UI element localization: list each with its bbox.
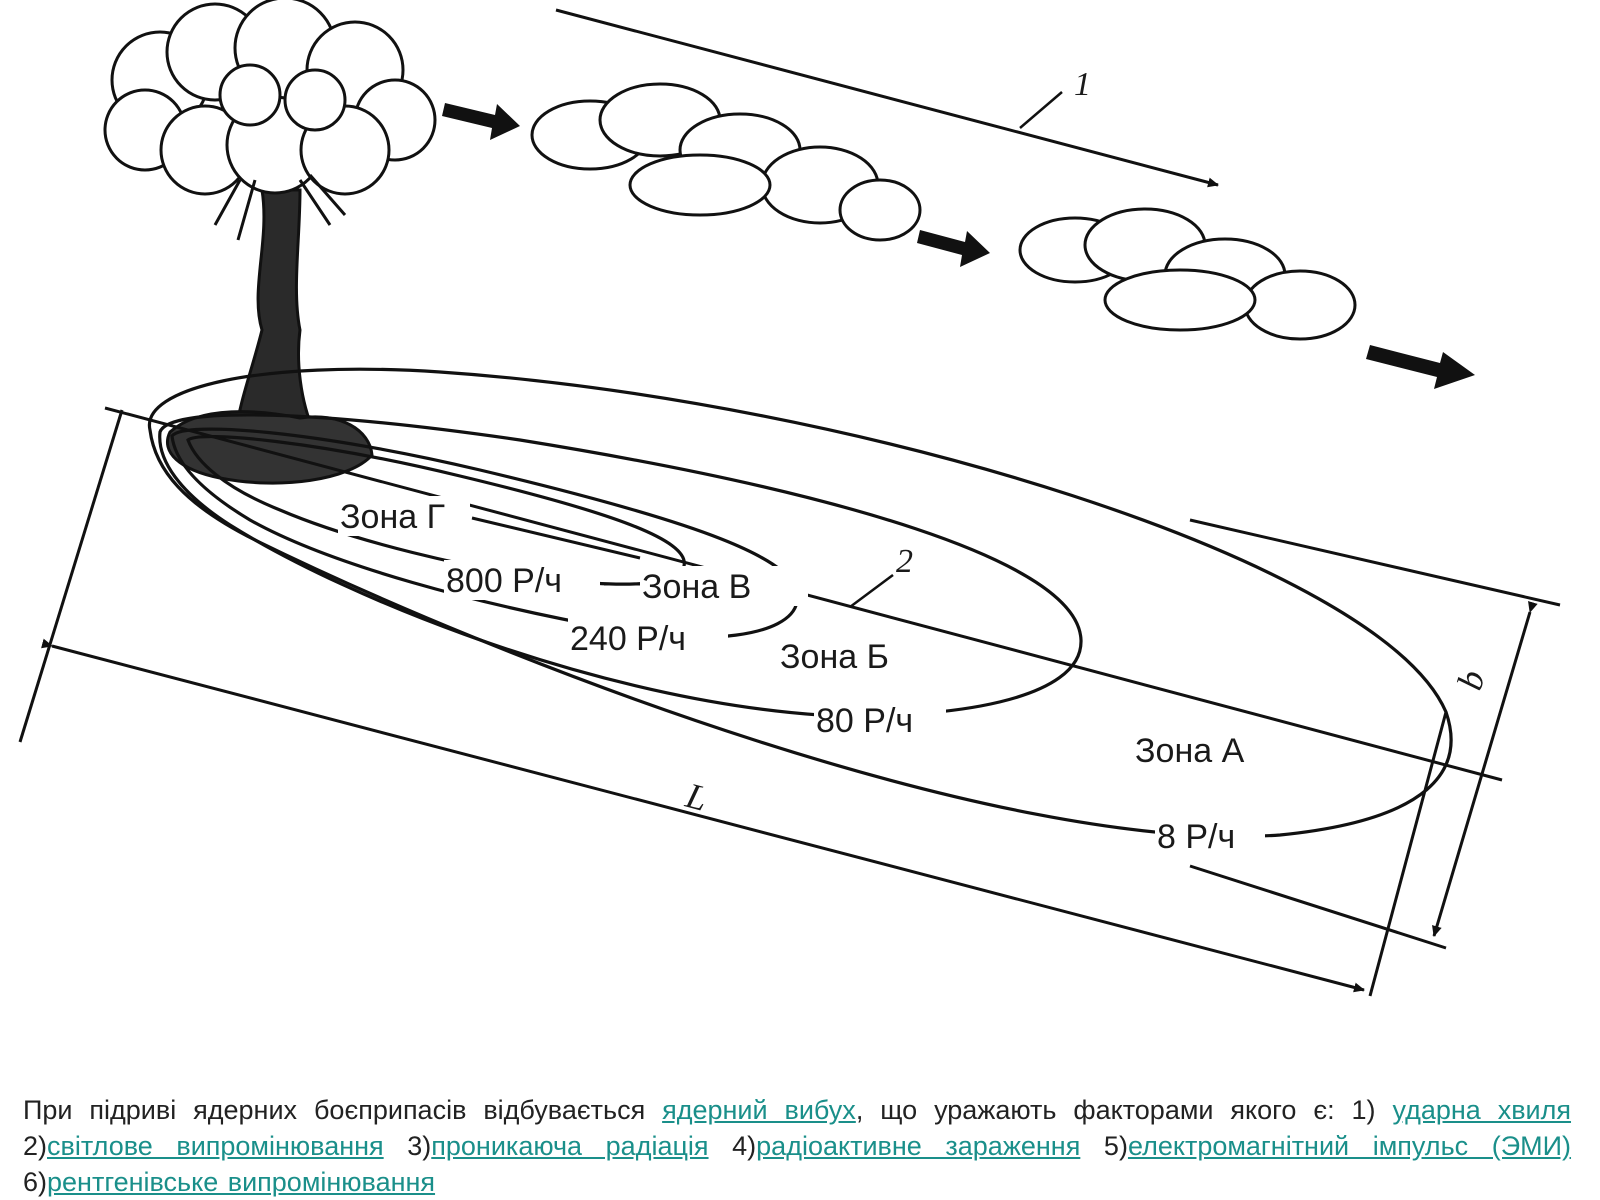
extension-line-left <box>20 410 122 742</box>
zone-v-label: Зона В <box>642 568 751 606</box>
dose-80-label: 80 Р/ч <box>816 702 913 740</box>
caption-intro: При підриві ядерних боєприпасів відбуває… <box>23 1095 662 1125</box>
caption-num-6: 6) <box>23 1167 47 1197</box>
wind-callout-leader <box>1020 92 1062 128</box>
axis-callout-leader <box>850 575 893 607</box>
drift-cloud-1 <box>532 84 920 240</box>
caption-num-4: 4) <box>709 1131 757 1161</box>
drift-arrow-1 <box>442 103 520 140</box>
width-extension-bottom <box>1190 866 1446 948</box>
drift-arrow-3 <box>1366 345 1475 389</box>
fallout-diagram: 1 2 Зона Г Зона В Зона Б Зона А 800 Р/ч … <box>0 0 1600 1040</box>
caption-num-3: 3) <box>384 1131 432 1161</box>
mushroom-cap <box>105 0 435 194</box>
link-xray-radiation[interactable]: рентгенівське випромінювання <box>47 1167 435 1197</box>
caption-num-2: 2) <box>23 1131 47 1161</box>
link-penetrating-radiation[interactable]: проникаюча радіація <box>431 1131 708 1161</box>
zone-b-label: Зона Б <box>780 638 889 676</box>
zone-g-label: Зона Г <box>340 498 445 536</box>
link-light-radiation[interactable]: світлове випромінювання <box>47 1131 384 1161</box>
zone-labels: Зона Г Зона В Зона Б Зона А <box>338 496 1245 770</box>
length-dimension-label: L <box>681 775 712 819</box>
link-shock-wave[interactable]: ударна хвиля <box>1392 1095 1571 1125</box>
mushroom-stem <box>236 190 314 432</box>
caption: При підриві ядерних боєприпасів відбуває… <box>23 1092 1571 1200</box>
width-dimension-label: b <box>1449 666 1492 694</box>
caption-num-5: 5) <box>1080 1131 1128 1161</box>
link-nuclear-explosion[interactable]: ядерний вибух <box>662 1095 856 1125</box>
link-radioactive-contamination[interactable]: радіоактивне зараження <box>756 1131 1080 1161</box>
dose-8-label: 8 Р/ч <box>1157 818 1235 856</box>
drift-cloud-2 <box>1020 209 1355 339</box>
zone-a-label: Зона А <box>1135 732 1245 770</box>
dose-240-label: 240 Р/ч <box>570 620 686 658</box>
dose-800-label: 800 Р/ч <box>446 562 562 600</box>
caption-middle: , що уражають факторами якого є: 1) <box>856 1095 1393 1125</box>
width-dimension-line <box>1434 612 1530 936</box>
drift-arrow-2 <box>917 230 990 267</box>
axis-callout-number: 2 <box>896 543 913 580</box>
link-emp[interactable]: електромагнітний імпульс (ЭМИ) <box>1128 1131 1571 1161</box>
wind-callout-number: 1 <box>1074 66 1091 103</box>
